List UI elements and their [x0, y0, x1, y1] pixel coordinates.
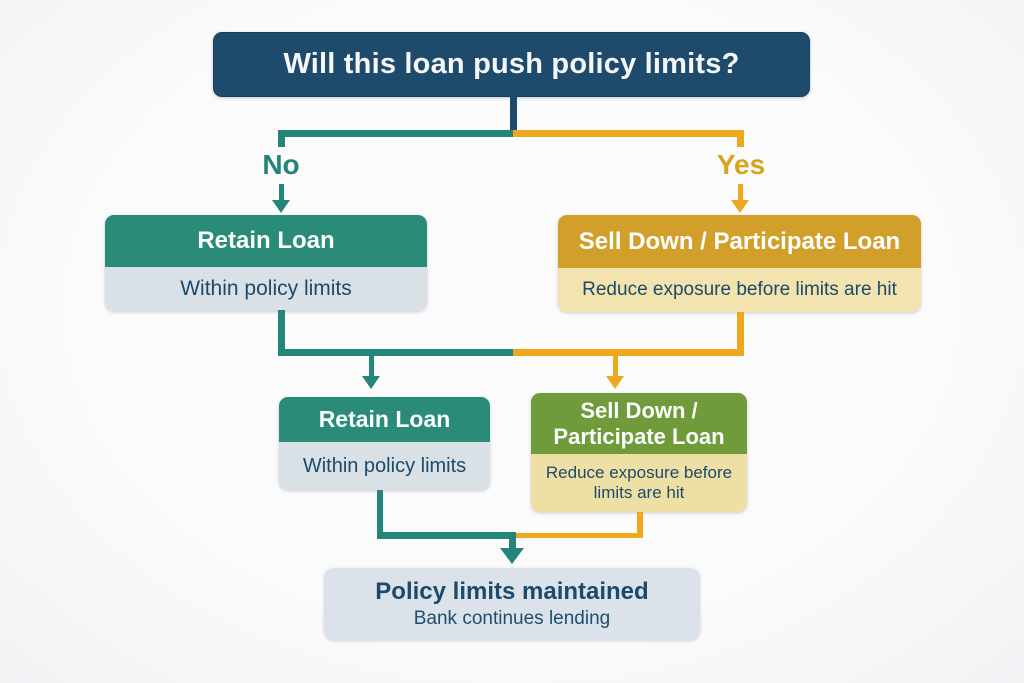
- node-retain-loan-1: Retain Loan Within policy limits: [105, 215, 427, 311]
- node-retain-loan-2-subtitle: Within policy limits: [279, 442, 490, 490]
- row2-right-arrow-down-icon: [606, 376, 624, 389]
- outcome-subtitle: Bank continues lending: [413, 608, 611, 630]
- node-retain-loan-2: Retain Loan Within policy limits: [279, 397, 490, 490]
- yes-branch-label: Yes: [716, 149, 766, 180]
- row2-left-arrow-down-icon: [362, 376, 380, 389]
- outcome-title: Policy limits maintained: [375, 578, 649, 606]
- no-arrow-down-icon: [272, 200, 290, 213]
- node-sell-down-2-subtitle: Reduce exposure before limits are hit: [531, 454, 747, 512]
- connector-drop-right: [737, 312, 744, 356]
- node-outcome: Policy limits maintained Bank continues …: [324, 568, 700, 640]
- question-title: Will this loan push policy limits?: [283, 48, 740, 80]
- no-arrow-stem: [279, 184, 284, 201]
- row2-left-arrow-stem: [369, 356, 374, 377]
- row2-right-arrow-stem: [613, 356, 618, 377]
- outcome-arrow-stem: [509, 536, 516, 550]
- outcome-arrow-down-icon: [500, 548, 524, 564]
- node-sell-down-2: Sell Down / Participate Loan Reduce expo…: [531, 393, 747, 512]
- connector-merge-left-drop: [377, 490, 383, 539]
- node-sell-down-1: Sell Down / Participate Loan Reduce expo…: [558, 215, 921, 312]
- connector-split-right: [513, 130, 744, 137]
- connector-merge-right-drop: [637, 512, 643, 538]
- node-sell-down-1-subtitle: Reduce exposure before limits are hit: [558, 268, 921, 312]
- node-retain-loan-1-title: Retain Loan: [105, 215, 427, 267]
- yes-arrow-down-icon: [731, 200, 749, 213]
- connector-yes-stub: [737, 130, 744, 147]
- connector-no-stub: [278, 130, 285, 147]
- connector-question-stem: [510, 94, 517, 135]
- connector-split2-right: [513, 349, 744, 356]
- question-node: Will this loan push policy limits?: [213, 32, 810, 97]
- no-branch-label: No: [262, 149, 300, 180]
- connector-split-left: [278, 130, 517, 137]
- node-sell-down-2-title: Sell Down / Participate Loan: [531, 393, 747, 454]
- connector-merge-right: [515, 533, 643, 538]
- connector-merge-left: [377, 532, 516, 539]
- node-retain-loan-1-subtitle: Within policy limits: [105, 267, 427, 311]
- node-sell-down-1-title: Sell Down / Participate Loan: [558, 215, 921, 268]
- node-retain-loan-2-title: Retain Loan: [279, 397, 490, 442]
- connector-split2-left: [278, 349, 517, 356]
- yes-arrow-stem: [738, 184, 743, 201]
- connector-drop-left: [278, 310, 285, 356]
